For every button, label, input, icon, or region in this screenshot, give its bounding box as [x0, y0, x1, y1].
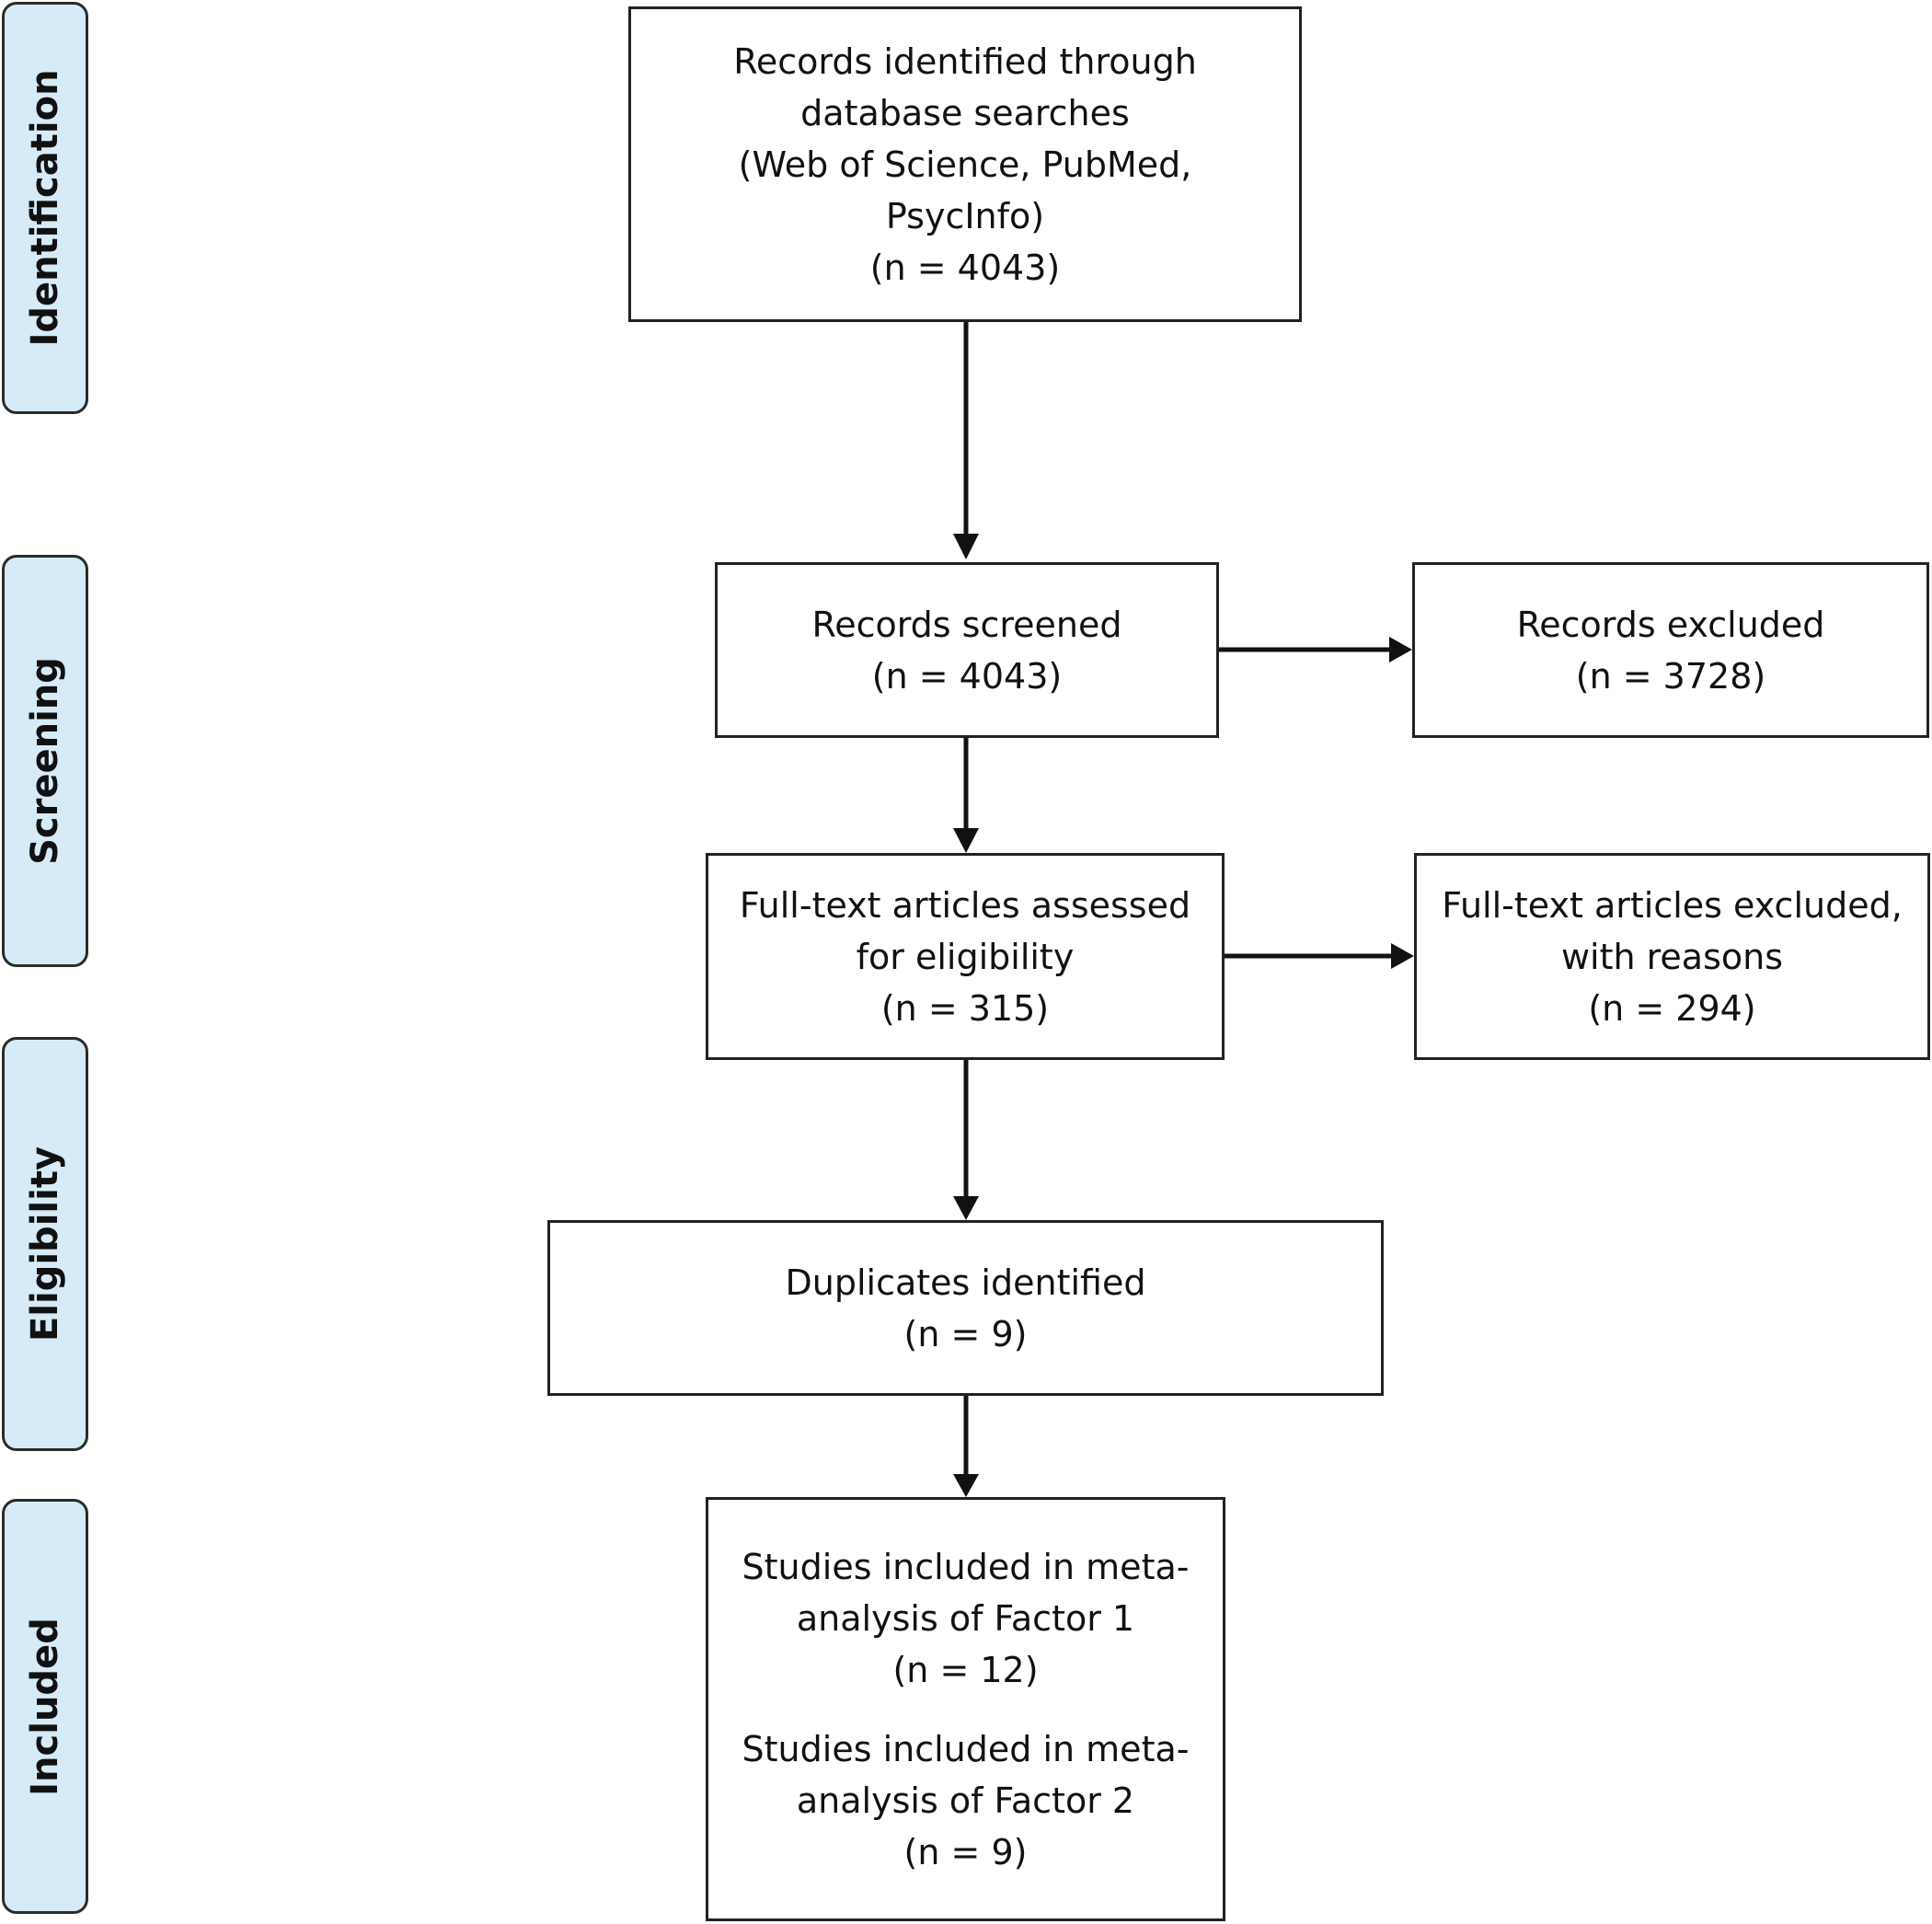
fulltext-excluded-box: Full-text articles excluded, with reason…	[1414, 853, 1930, 1060]
factor1-count: (n = 12)	[892, 1649, 1039, 1690]
records-excluded-text: Records excluded	[1516, 604, 1825, 645]
records-identified-box: Records identified through database sear…	[628, 6, 1302, 322]
fulltext-assessed-box: Full-text articles assessed for eligibil…	[706, 853, 1225, 1060]
records-screened-text: Records screened	[811, 604, 1122, 645]
factor2-count: (n = 9)	[903, 1831, 1028, 1872]
arrowhead-fulltext-to-duplicates	[953, 1196, 979, 1220]
phase-identification: Identification	[2, 2, 88, 414]
records-identified-count: (n = 4043)	[869, 247, 1061, 288]
factor1-text: Studies included in meta- analysis of Fa…	[742, 1546, 1190, 1639]
records-excluded-box: Records excluded (n = 3728)	[1412, 562, 1929, 738]
fulltext-excluded-text: Full-text articles excluded, with reason…	[1442, 884, 1903, 977]
arrowhead-screened-to-fulltext	[953, 828, 979, 853]
factor2-text: Studies included in meta- analysis of Fa…	[742, 1728, 1190, 1821]
duplicates-text: Duplicates identified	[785, 1262, 1146, 1303]
fulltext-excluded-count: (n = 294)	[1588, 987, 1756, 1029]
phase-eligibility: Eligibility	[2, 1037, 88, 1451]
fulltext-assessed-count: (n = 315)	[880, 987, 1050, 1029]
records-screened-count: (n = 4043)	[871, 655, 1063, 697]
duplicates-count: (n = 9)	[903, 1313, 1028, 1354]
phase-screening: Screening	[2, 555, 88, 967]
duplicates-box: Duplicates identified (n = 9)	[547, 1220, 1384, 1396]
arrowhead-duplicates-to-included	[953, 1474, 979, 1497]
records-excluded-count: (n = 3728)	[1575, 655, 1766, 697]
fulltext-assessed-text: Full-text articles assessed for eligibil…	[739, 884, 1191, 977]
arrowhead-screened-to-excluded	[1389, 637, 1412, 662]
arrowhead-fulltext-to-excluded	[1391, 943, 1414, 969]
arrowhead-identified-to-screened	[953, 534, 979, 559]
phase-included: Included	[2, 1499, 88, 1914]
records-identified-text: Records identified through database sear…	[733, 40, 1197, 236]
records-screened-box: Records screened (n = 4043)	[715, 562, 1219, 738]
studies-included-box: Studies included in meta- analysis of Fa…	[706, 1497, 1225, 1921]
